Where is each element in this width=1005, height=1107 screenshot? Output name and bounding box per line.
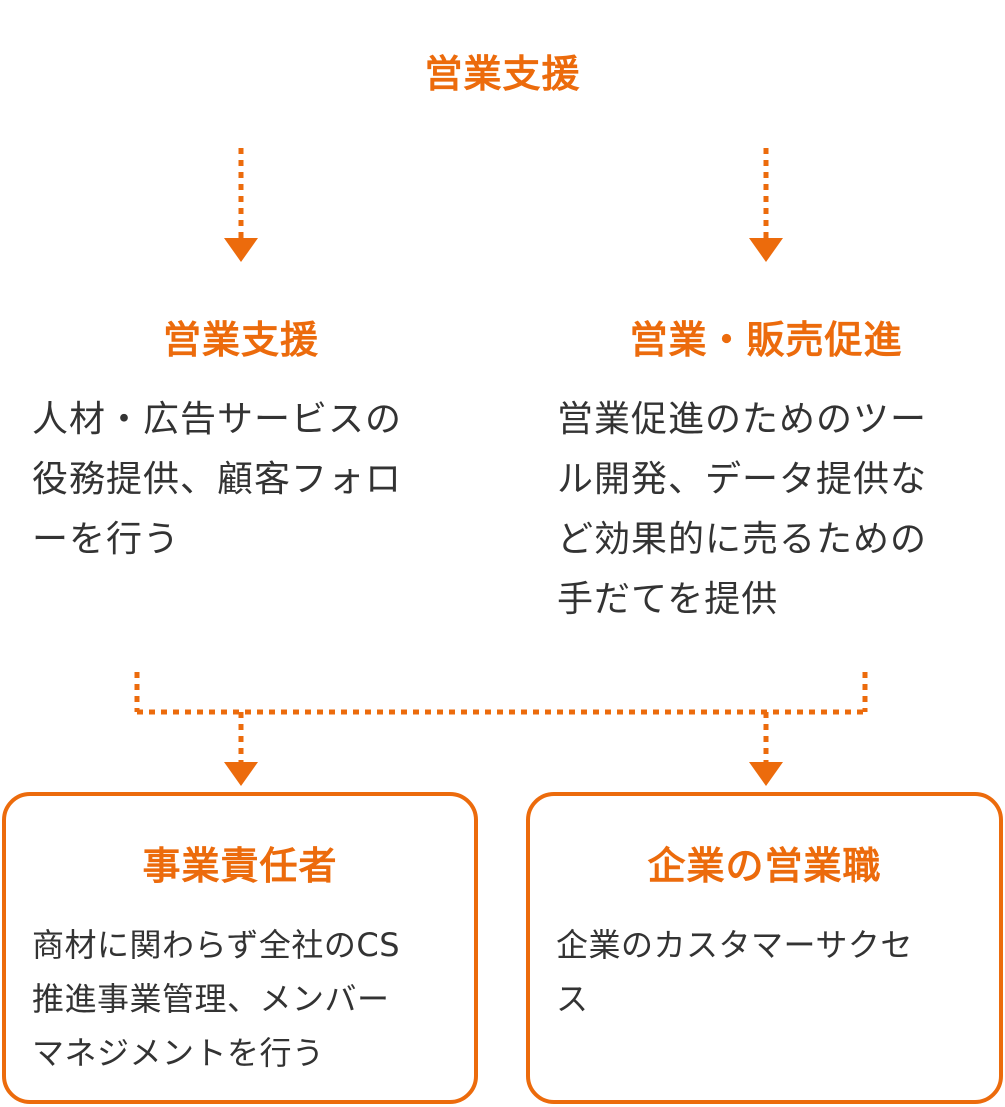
arrowhead-right-bottom <box>749 762 783 786</box>
bottom-right-description-line: 企業のカスタマーサクセ <box>556 926 913 964</box>
arrowhead-left-bottom <box>224 762 258 786</box>
bottom-right-box-description: 企業のカスタマーサクセ ス <box>556 918 986 1026</box>
left-column-title: 営業支援 <box>162 318 319 362</box>
right-description-line: 営業促進のためのツー <box>557 399 928 440</box>
right-description-line: 手だてを提供 <box>557 579 779 620</box>
bottom-right-description-line: ス <box>556 980 589 1018</box>
arrowhead-left-top <box>224 238 258 262</box>
bottom-left-box: 事業責任者 商材に関わらず全社のCS 推進事業管理、メンバー マネジメントを行う <box>2 792 478 1104</box>
bottom-left-box-title: 事業責任者 <box>142 844 338 888</box>
left-description-line: 役務提供、顧客フォロ <box>32 459 403 500</box>
right-column-description: 営業促進のためのツー ル開発、データ提供な ど効果的に売るための 手だてを提供 <box>557 390 997 630</box>
arrowhead-right-top <box>749 238 783 262</box>
right-description-line: ル開発、データ提供な <box>557 459 928 500</box>
bottom-left-description-line: マネジメントを行う <box>32 1034 325 1072</box>
left-description-line: 人材・広告サービスの <box>32 399 403 440</box>
bottom-right-box-title: 企業の営業職 <box>647 844 882 888</box>
right-column-title: 営業・販売促進 <box>629 318 903 362</box>
bottom-left-box-description: 商材に関わらず全社のCS 推進事業管理、メンバー マネジメントを行う <box>32 918 462 1080</box>
left-column-description: 人材・広告サービスの 役務提供、顧客フォロ ーを行う <box>32 390 472 570</box>
left-description-line: ーを行う <box>32 519 181 560</box>
right-description-line: ど効果的に売るための <box>557 519 928 560</box>
bottom-left-description-line: 推進事業管理、メンバー <box>32 980 390 1018</box>
bottom-right-box: 企業の営業職 企業のカスタマーサクセ ス <box>526 792 1003 1104</box>
top-title: 営業支援 <box>424 52 581 96</box>
bottom-left-description-line: 商材に関わらず全社のCS <box>32 926 401 964</box>
